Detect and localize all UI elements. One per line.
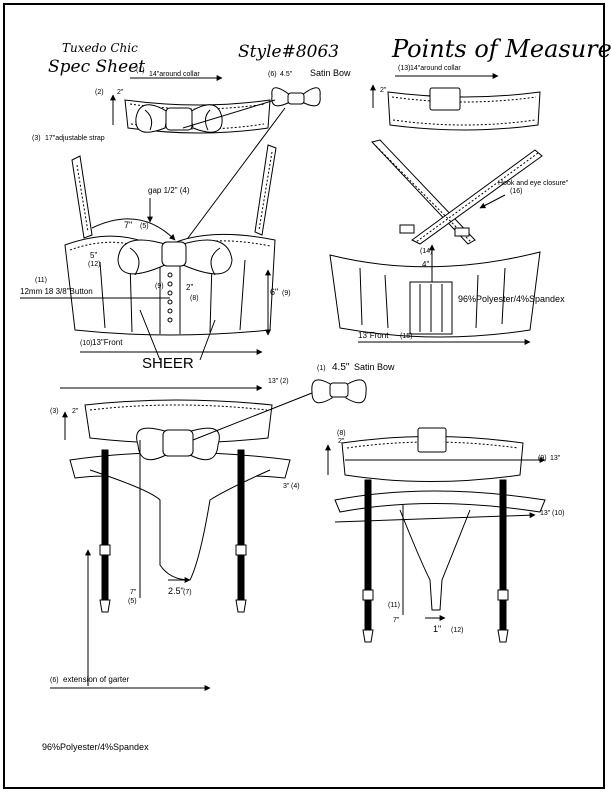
garter-back-length-label: 7" [393, 617, 400, 624]
strap-text: 17"adjustable strap [45, 135, 105, 142]
back-collar-text: 14"around collar [410, 65, 461, 72]
button-num: (11) [35, 277, 47, 284]
garter-back-band-num: (8) [337, 430, 346, 437]
garter-back-band-label: 2" [338, 438, 345, 445]
garter-band-label: 2" [72, 408, 79, 415]
garter-waist-num: (2) [280, 378, 289, 385]
center-num2: (8) [190, 295, 199, 302]
garter-front-num: (5) [128, 598, 137, 605]
hook-num: (16) [510, 188, 522, 195]
bow-bottom-num: (1) [317, 365, 326, 372]
bow-bottom-leader [192, 392, 313, 441]
collar-m2-num: (2) [95, 89, 104, 96]
garter-back-waist-label: 13" [550, 455, 561, 462]
button-text: 12mm 18 3/8"Button [20, 287, 93, 296]
strap-num: (3) [32, 135, 41, 142]
bow-bottom-size: 4.5" [332, 362, 350, 373]
front-num: (10) [80, 340, 92, 347]
bow-top-size: 4.5" [280, 71, 293, 78]
bow-leader-line [182, 99, 276, 129]
satin-bow-bottom-drawing [311, 379, 367, 404]
garter-band-num: (3) [50, 408, 59, 415]
bra-back-front-text: 13"Front [358, 331, 389, 340]
side-num: (12) [88, 261, 100, 268]
garter-ext-text: extension of garter [63, 675, 130, 684]
front-text: 13"Front [92, 338, 123, 347]
page-title: Points of Measure [391, 35, 612, 63]
garter-front-label: 7" [130, 589, 137, 596]
sheer-label: SHEER [142, 355, 194, 372]
garter-back-drawing [334, 427, 546, 643]
garter-waist-label: 13" [268, 378, 279, 385]
garter-crotch-label: 2.5" [168, 586, 184, 596]
garter-back-waist-num: (9) [538, 455, 547, 462]
front-collar-drawing [124, 99, 271, 134]
garter-back-crotch-label: 1" [433, 624, 441, 634]
hook-text: Hook and eye closure" [498, 180, 569, 187]
garter-back-length-num: (11) [388, 602, 400, 609]
garter-crotch-num: (7) [183, 589, 192, 596]
bra-height-num: (9) [282, 290, 291, 297]
satin-bow-top-drawing [271, 87, 321, 107]
bow-bottom-label: Satin Bow [354, 362, 395, 372]
bra-buttons [167, 272, 173, 323]
center-num: (9) [155, 283, 164, 290]
garter-back-crotch-num: (12) [451, 627, 463, 634]
cup-top-arrow [91, 218, 176, 241]
garter-ext-num: (6) [50, 677, 59, 684]
bow-top-label: Satin Bow [310, 68, 351, 78]
collar-m1-num: (1) [136, 67, 145, 74]
bra-back-drawing [329, 139, 543, 338]
bra-front-drawing [64, 144, 277, 336]
back-collar-num: (13) [398, 65, 410, 72]
bra-back-front-num: (15) [400, 333, 412, 340]
gap-label: gap 1/2" (4) [148, 186, 190, 195]
cup-top-label: 7" [124, 220, 132, 230]
sheer-leader-1 [139, 309, 161, 361]
bow-top-num: (6) [268, 71, 277, 78]
bra-back-num: (14) [420, 248, 432, 255]
garter-back-low-label: 13" [540, 510, 551, 517]
bra-back-height: 4" [422, 260, 429, 269]
style-number: Style#8063 [238, 42, 339, 62]
garter-side-num: (4) [291, 483, 300, 490]
collar-m1-text: 14"around collar [149, 71, 200, 78]
brand-name: Tuxedo Chic [62, 41, 138, 55]
garter-back-low-num: (10) [552, 510, 564, 517]
garter-front-drawing [69, 399, 291, 613]
collar-m2-text: 2" [117, 89, 124, 96]
page-frame [3, 3, 605, 789]
sheer-leader-2 [199, 319, 216, 361]
hook-leader [479, 194, 506, 209]
bra-back-fabric: 96%Polyester/4%Spandex [458, 294, 565, 304]
garter-back-low-arrow [334, 512, 536, 523]
garter-side-label: 3" [283, 483, 290, 490]
back-collar-height: 2" [380, 87, 387, 94]
bow-leader-line-2 [175, 107, 286, 255]
sheet-type: Spec Sheet [48, 57, 145, 77]
footer-fabric: 96%Polyester/4%Spandex [42, 742, 149, 752]
bra-height-label: 6" [270, 287, 278, 297]
cup-top-num: (5) [140, 223, 149, 230]
side-label: 5" [90, 251, 97, 260]
back-collar-drawing [387, 87, 541, 131]
center-label: 2" [186, 283, 193, 292]
